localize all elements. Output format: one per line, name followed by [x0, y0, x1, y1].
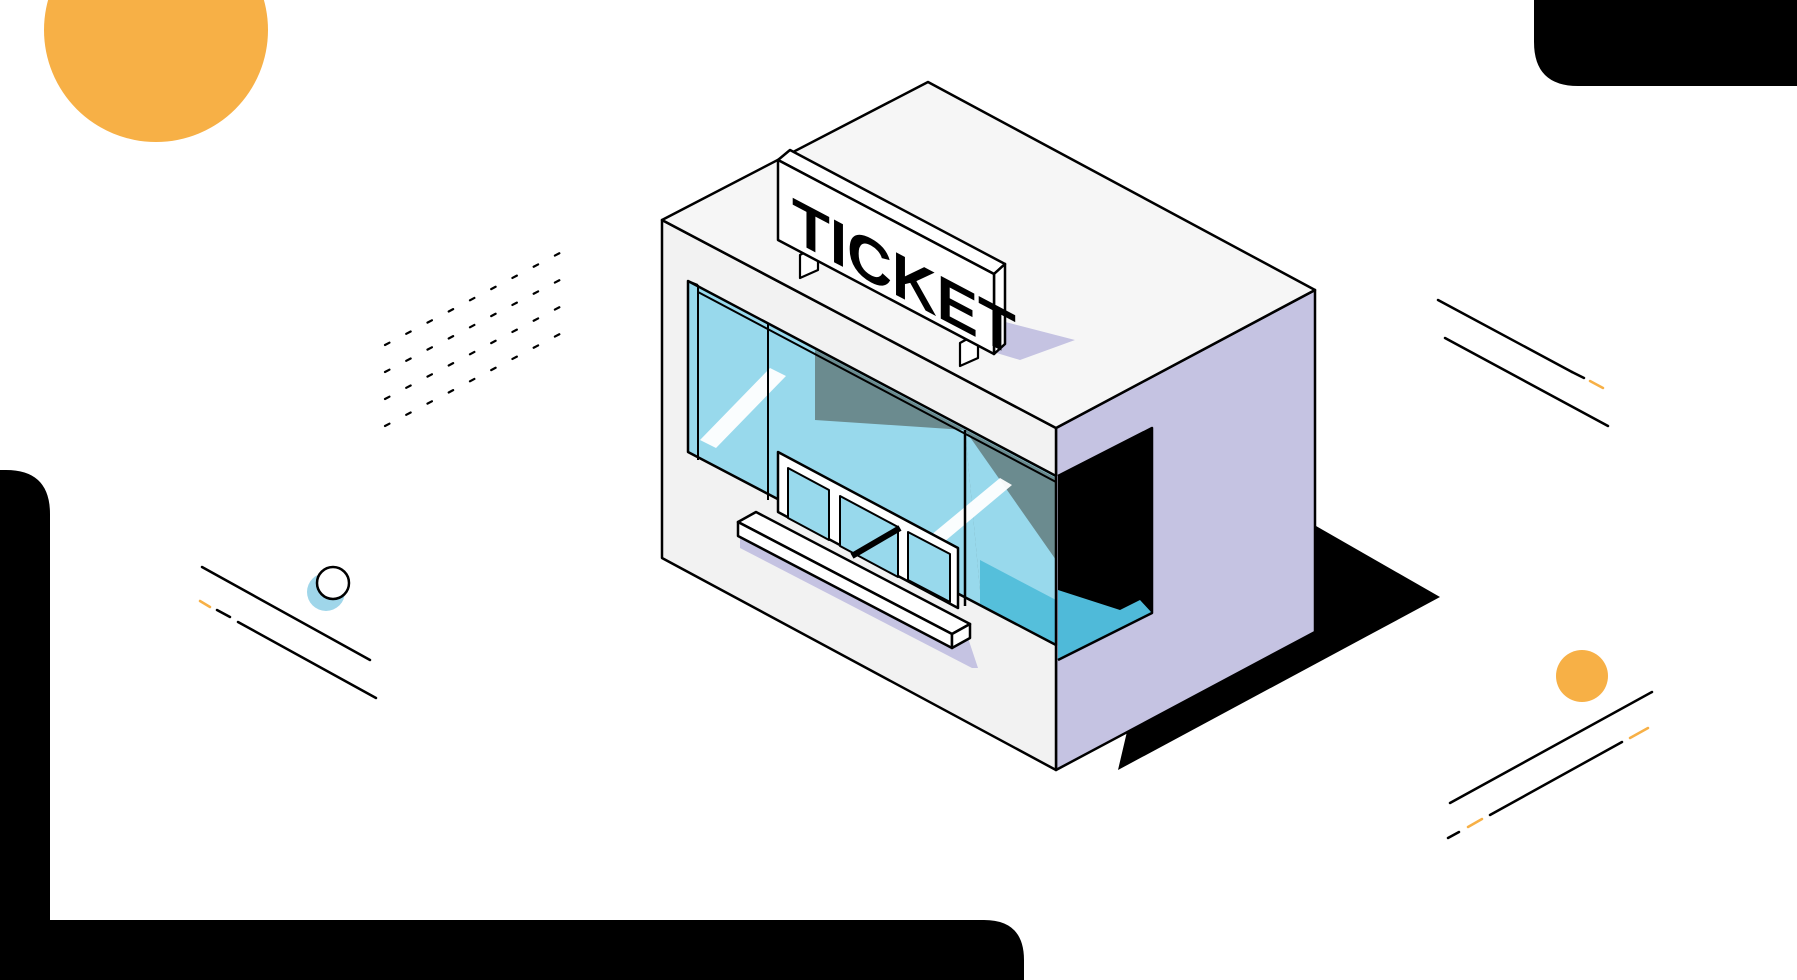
ticket-window-panes: [776, 450, 960, 610]
orange-dot: [1556, 650, 1608, 702]
ticket-counter-ledge: [736, 510, 978, 668]
side-opening-glass: [1058, 590, 1152, 660]
decor-lines-right-top: [1436, 298, 1610, 428]
orange-sun-circle: [44, 0, 268, 142]
ticket-booth-icon: TICKET: [660, 80, 1440, 772]
decor-lines-right-bottom: [1446, 690, 1654, 840]
bubble-circle: [315, 565, 351, 601]
decor-lines-left: [198, 565, 378, 700]
glass-reflection-2: [925, 478, 1012, 547]
bottom-left-black-frame: [0, 470, 1024, 980]
top-right-black-block: [1534, 0, 1797, 86]
glass-reflection-1: [700, 368, 786, 448]
